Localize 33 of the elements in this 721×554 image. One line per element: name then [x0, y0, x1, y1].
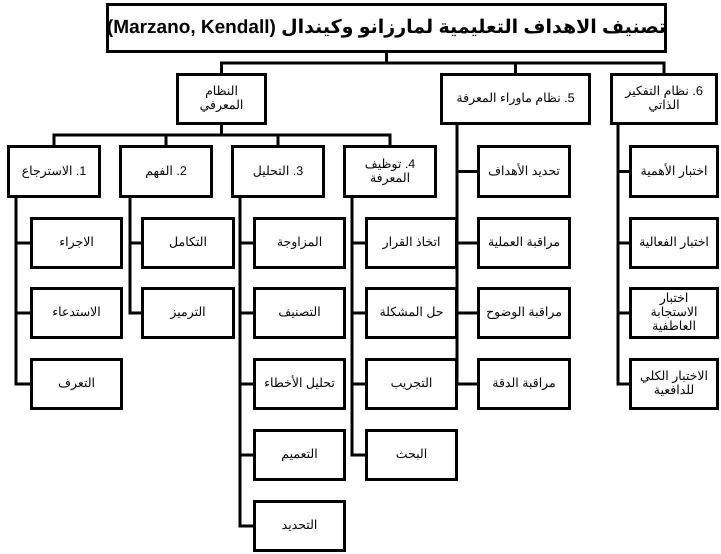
item-box: اختبار الأهمية [629, 145, 719, 198]
item-box: حل المشكلة [365, 287, 458, 339]
level-box: 2. الفهم [119, 145, 213, 198]
item-box: مراقبة الدقة [477, 358, 571, 410]
system-box: النظام المعرفي [176, 73, 267, 125]
level-box: 4. توظيف المعرفة [343, 145, 437, 198]
level-box: 1. الاسترجاع [7, 145, 101, 198]
item-box: التحديد [253, 500, 346, 552]
item-box: الاجراء [30, 217, 123, 269]
item-box: مراقبة العملية [477, 217, 571, 269]
item-box: مراقبة الوضوح [477, 287, 571, 339]
system-box: 5. نظام ماوراء المعرفة [440, 73, 591, 125]
system-box: 6. نظام التفكير الذاتي [610, 73, 718, 125]
item-box: اتخاذ القرار [365, 217, 458, 269]
item-box: البحث [365, 429, 458, 481]
item-box: تحديد الأهداف [477, 145, 571, 198]
item-box: الترميز [141, 287, 235, 339]
item-box: التصنيف [253, 287, 346, 339]
item-box: المزاوجة [253, 217, 346, 269]
item-box: الاختبار الكلي للدافعية [629, 358, 719, 410]
item-box: التعميم [253, 429, 346, 481]
connector-line [238, 198, 253, 528]
item-box: اختبار الفعالية [629, 217, 719, 269]
item-box: التكامل [141, 217, 235, 269]
connector-line [385, 53, 666, 73]
item-box: التجريب [365, 358, 458, 410]
level-box: 3. التحليل [231, 145, 325, 198]
item-box: تحليل الأخطاء [253, 358, 346, 410]
title-box: تصنيف الاهداف التعليمية لمارزانو وكيندال (Marzano, Kendall) [106, 3, 667, 53]
connector-line [350, 198, 365, 456]
item-box: اختبار الاستجابة العاطفية [629, 287, 719, 339]
item-box: الاستدعاء [30, 287, 123, 339]
item-box: التعرف [30, 358, 123, 410]
